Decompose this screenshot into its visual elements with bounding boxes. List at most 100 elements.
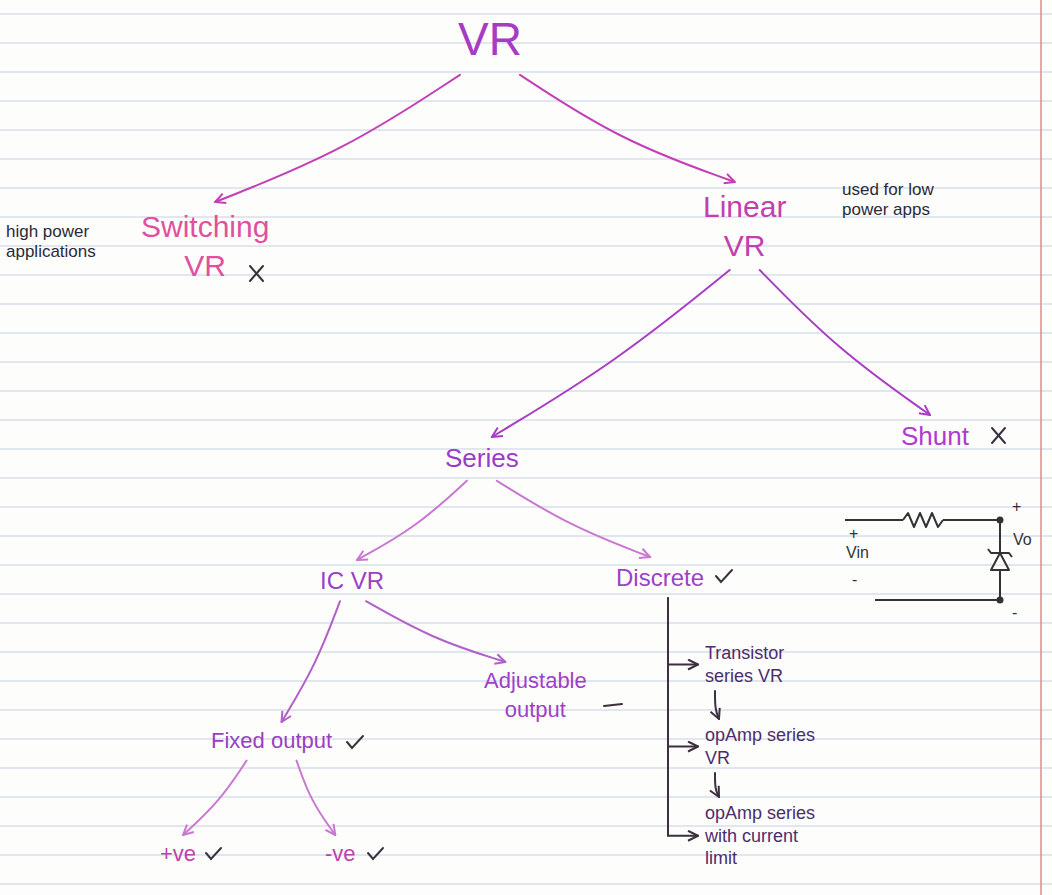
- tree-node: +ve: [156, 838, 200, 871]
- note-label: Vo: [1013, 530, 1032, 549]
- tree-connector: [497, 481, 650, 557]
- tree-node: Discrete: [612, 560, 708, 595]
- note-text: Vin: [846, 543, 869, 562]
- tree-connector: [215, 75, 460, 202]
- note-text: used for low power apps: [842, 180, 937, 221]
- note-text: -: [852, 570, 857, 589]
- tree-node: opAmp series with current limit: [701, 800, 839, 872]
- note-label: -: [852, 570, 857, 589]
- tree-connector: [668, 598, 698, 836]
- wire: [999, 570, 1001, 600]
- ruled-line: [0, 506, 1052, 507]
- note-label: Vin: [846, 543, 869, 562]
- tree-connector: [520, 75, 735, 182]
- node-text: VR: [458, 10, 522, 70]
- wire: [845, 519, 903, 521]
- wire: [943, 519, 1000, 521]
- node-text: Linear VR: [703, 187, 786, 265]
- cross-marks: [250, 266, 1005, 443]
- junction-dot: [998, 598, 1003, 603]
- ruled-lines: [0, 14, 1052, 884]
- node-text: opAmp series with current limit: [705, 802, 835, 870]
- ruled-line: [0, 825, 1052, 826]
- node-text: +ve: [160, 840, 196, 869]
- note-label: +: [849, 524, 858, 543]
- tree-node: VR: [454, 8, 526, 72]
- ruled-line: [0, 564, 1052, 565]
- ruled-line: [0, 651, 1052, 652]
- tick-mark: [347, 736, 363, 748]
- tree-connector: [668, 598, 698, 746]
- note-label: +: [1012, 497, 1021, 516]
- resistor-symbol: [903, 513, 943, 527]
- tree-node: Linear VR: [699, 185, 790, 267]
- wire: [875, 599, 1000, 601]
- node-text: Shunt: [901, 420, 969, 454]
- node-text: Fixed output: [211, 727, 332, 756]
- ruled-line: [0, 593, 1052, 594]
- ruled-line: [0, 738, 1052, 739]
- ruled-line: [0, 13, 1052, 14]
- ruled-line: [0, 129, 1052, 130]
- note-text: high power applications: [6, 222, 126, 263]
- ruled-line: [0, 71, 1052, 72]
- ruled-line: [0, 622, 1052, 623]
- tree-connector: [297, 761, 336, 835]
- tree-connector: [183, 761, 246, 835]
- cross-mark: [992, 428, 1005, 443]
- note-text: Vo: [1013, 530, 1032, 549]
- ruled-line: [0, 767, 1052, 768]
- note-label: -: [1012, 603, 1017, 622]
- tree-node: Fixed output: [207, 725, 336, 758]
- node-text: Discrete: [616, 562, 704, 593]
- tree-node: opAmp series VR: [701, 722, 839, 771]
- wire: [999, 520, 1001, 552]
- ruled-line: [0, 332, 1052, 333]
- ruled-line: [0, 42, 1052, 43]
- ruled-line: [0, 419, 1052, 420]
- ruled-line: [0, 448, 1052, 449]
- tick-mark: [604, 704, 622, 706]
- tree-node: IC VR: [316, 563, 388, 598]
- zener-diode-symbol: [991, 553, 1009, 570]
- ruled-line: [0, 883, 1052, 884]
- tree-node: Adjustable output: [480, 665, 591, 726]
- note-label: used for low power apps: [842, 180, 937, 221]
- note-label: high power applications: [6, 222, 126, 263]
- zener-shunt-circuit: [845, 513, 1012, 603]
- ruled-line: [0, 245, 1052, 246]
- tree-node: Transistor series VR: [701, 640, 839, 689]
- note-text: +: [849, 524, 858, 543]
- tree-connector: [760, 270, 930, 415]
- tick-mark: [206, 848, 221, 859]
- margin-line: [1040, 0, 1042, 895]
- cross-mark: [250, 266, 263, 281]
- ruled-line: [0, 361, 1052, 362]
- tree-connector: [668, 598, 698, 664]
- tree-node: Series: [441, 440, 523, 478]
- ruled-line: [0, 477, 1052, 478]
- ruled-line: [0, 796, 1052, 797]
- tree-node: Shunt: [897, 418, 973, 456]
- tree-connector: [715, 691, 719, 719]
- ruled-line: [0, 303, 1052, 304]
- check-marks: [206, 570, 732, 859]
- node-text: Adjustable output: [484, 667, 587, 724]
- node-text: opAmp series VR: [705, 724, 835, 769]
- ruled-line: [0, 535, 1052, 536]
- ruled-line: [0, 854, 1052, 855]
- tree-connector: [282, 601, 340, 722]
- tree-connector: [357, 481, 467, 560]
- tick-mark: [368, 848, 383, 859]
- note-text: -: [1012, 603, 1017, 622]
- junction-dot: [998, 518, 1003, 523]
- zener-diode-bar: [988, 549, 1012, 557]
- node-text: -ve: [325, 840, 356, 869]
- tree-node: Switching VR: [137, 205, 273, 287]
- tick-mark: [716, 570, 732, 582]
- node-text: Switching VR: [141, 207, 269, 285]
- cross-mark: [250, 266, 263, 281]
